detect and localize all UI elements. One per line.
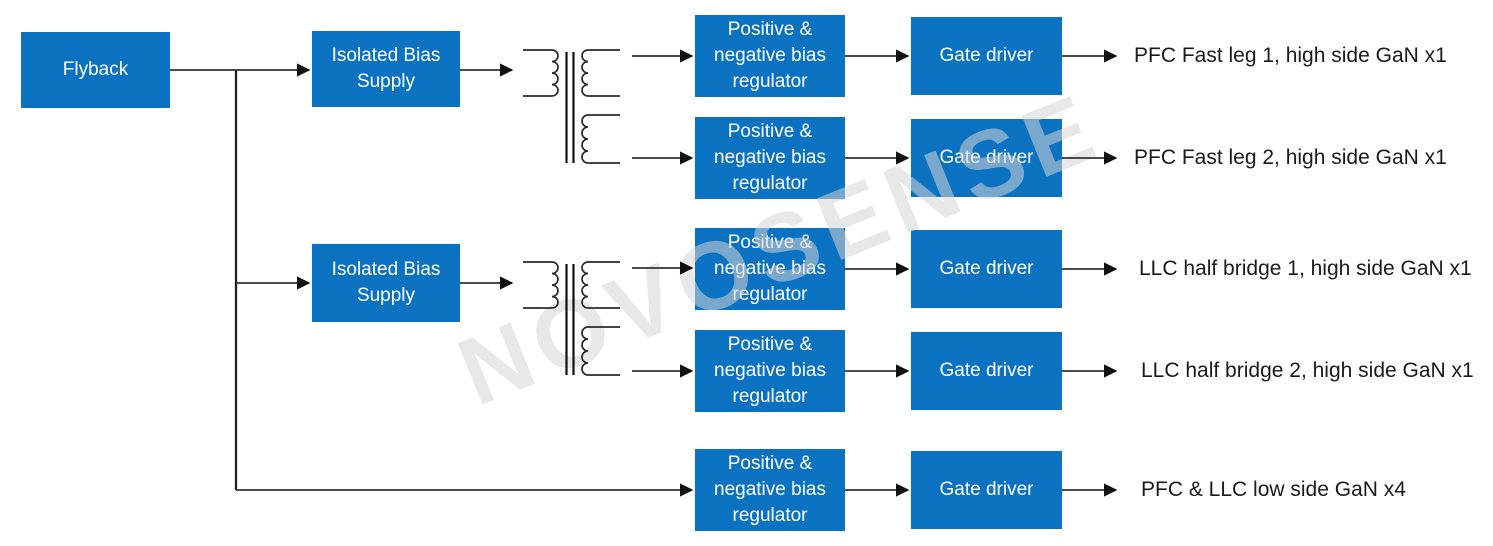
gate-driver-block-3: Gate driver: [911, 230, 1062, 308]
bias-regulator-block-4: Positive & negative bias regulator: [695, 330, 845, 412]
bias-regulator-block-2: Positive & negative bias regulator: [695, 117, 845, 199]
isolated-bias-supply-block-1: Isolated Bias Supply: [312, 31, 460, 107]
secondary-winding-2: [581, 326, 620, 376]
flyback-block: Flyback: [21, 32, 170, 108]
isolated-bias-supply-block-2: Isolated Bias Supply: [312, 244, 460, 322]
secondary-winding-1: [581, 261, 620, 309]
output-label-llc-half-bridge-2: LLC half bridge 2, high side GaN x1: [1141, 359, 1474, 382]
transformer-symbol-1: [523, 49, 620, 164]
gate-driver-block-5: Gate driver: [911, 451, 1062, 529]
output-label-low-side: PFC & LLC low side GaN x4: [1141, 478, 1406, 501]
transformer-symbol-2: [523, 261, 620, 376]
secondary-winding-1: [581, 49, 620, 97]
bias-regulator-block-3: Positive & negative bias regulator: [695, 228, 845, 310]
gate-driver-block-2: Gate driver: [911, 119, 1062, 197]
output-label-pfc-fast-leg-2: PFC Fast leg 2, high side GaN x1: [1134, 146, 1447, 169]
gate-driver-block-4: Gate driver: [911, 332, 1062, 410]
secondary-winding-2: [581, 114, 620, 164]
bias-regulator-block-5: Positive & negative bias regulator: [695, 449, 845, 531]
primary-winding: [523, 261, 559, 309]
output-label-llc-half-bridge-1: LLC half bridge 1, high side GaN x1: [1139, 257, 1472, 280]
bias-regulator-block-1: Positive & negative bias regulator: [695, 15, 845, 97]
output-label-pfc-fast-leg-1: PFC Fast leg 1, high side GaN x1: [1134, 44, 1447, 67]
gate-driver-block-1: Gate driver: [911, 17, 1062, 95]
primary-winding: [523, 49, 559, 97]
